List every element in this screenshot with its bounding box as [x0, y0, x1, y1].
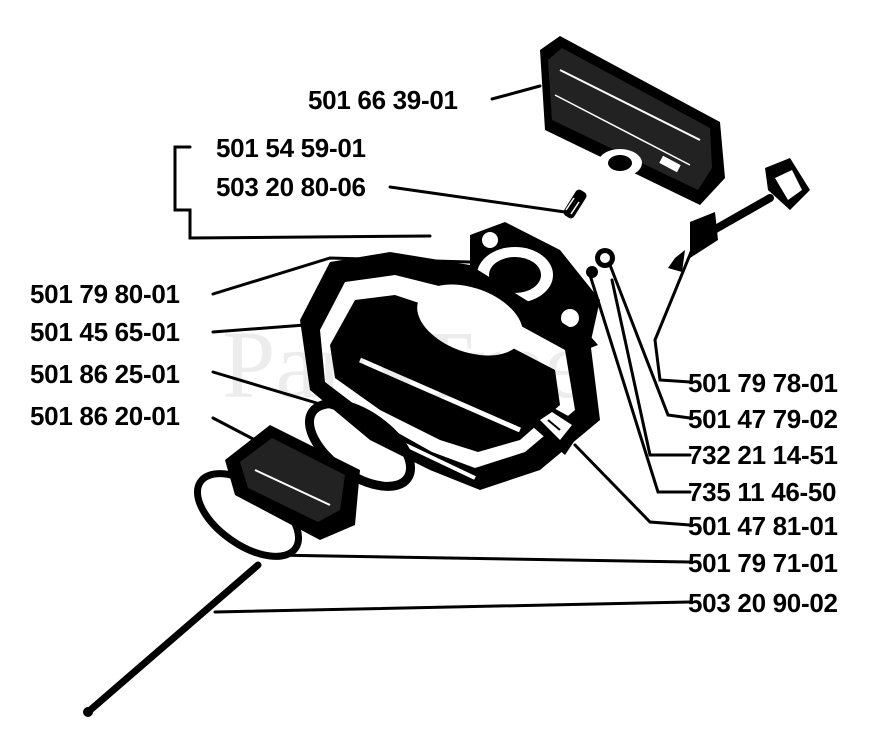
- part-number-735-11-46-50[interactable]: 735 11 46-50: [688, 477, 837, 507]
- part-number-501-86-25-01[interactable]: 501 86 25-01: [30, 359, 180, 389]
- leader-lines: [173, 84, 707, 614]
- part-number-732-21-14-51[interactable]: 732 21 14-51: [688, 440, 838, 470]
- filter-element-small: [525, 405, 585, 455]
- part-number-501-79-80-01[interactable]: 501 79 80-01: [30, 279, 180, 309]
- leader-line-732-21-14-51: [610, 278, 692, 457]
- stud-rod: [83, 561, 262, 717]
- bracket-line: [173, 145, 432, 240]
- leader-line-501-45-65-01: [211, 323, 307, 334]
- air-filter-cover: [540, 36, 725, 205]
- part-number-501-47-81-01[interactable]: 501 47 81-01: [688, 511, 838, 541]
- leader-line-501-79-78-01: [653, 216, 707, 384]
- part-number-501-79-71-01[interactable]: 501 79 71-01: [688, 548, 838, 578]
- leader-line-501-66-39-01: [490, 84, 542, 101]
- leader-line-503-20-90-02: [213, 600, 692, 614]
- leader-line-735-11-46-50: [588, 273, 692, 494]
- part-number-501-47-79-02[interactable]: 501 47 79-02: [688, 404, 838, 434]
- part-number-501-54-59-01[interactable]: 501 54 59-01: [216, 133, 366, 163]
- choke-lever: [668, 158, 810, 272]
- part-number-501-45-65-01[interactable]: 501 45 65-01: [30, 317, 180, 347]
- leader-line-501-47-79-02: [608, 263, 692, 420]
- leader-line-501-47-81-01: [573, 443, 692, 527]
- leader-line-501-86-20-01: [211, 416, 257, 442]
- part-number-501-86-20-01[interactable]: 501 86 20-01: [30, 401, 180, 431]
- part-number-501-79-78-01[interactable]: 501 79 78-01: [688, 368, 838, 398]
- leader-line-503-20-80-06: [388, 185, 567, 214]
- cover-screw: [563, 189, 587, 219]
- filter-element: [225, 425, 360, 540]
- part-number-503-20-80-06[interactable]: 503 20 80-06: [216, 172, 366, 202]
- leader-line-501-79-71-01: [268, 553, 692, 564]
- part-number-503-20-90-02[interactable]: 503 20 90-02: [688, 588, 838, 618]
- part-number-501-66-39-01[interactable]: 501 66 39-01: [308, 85, 458, 115]
